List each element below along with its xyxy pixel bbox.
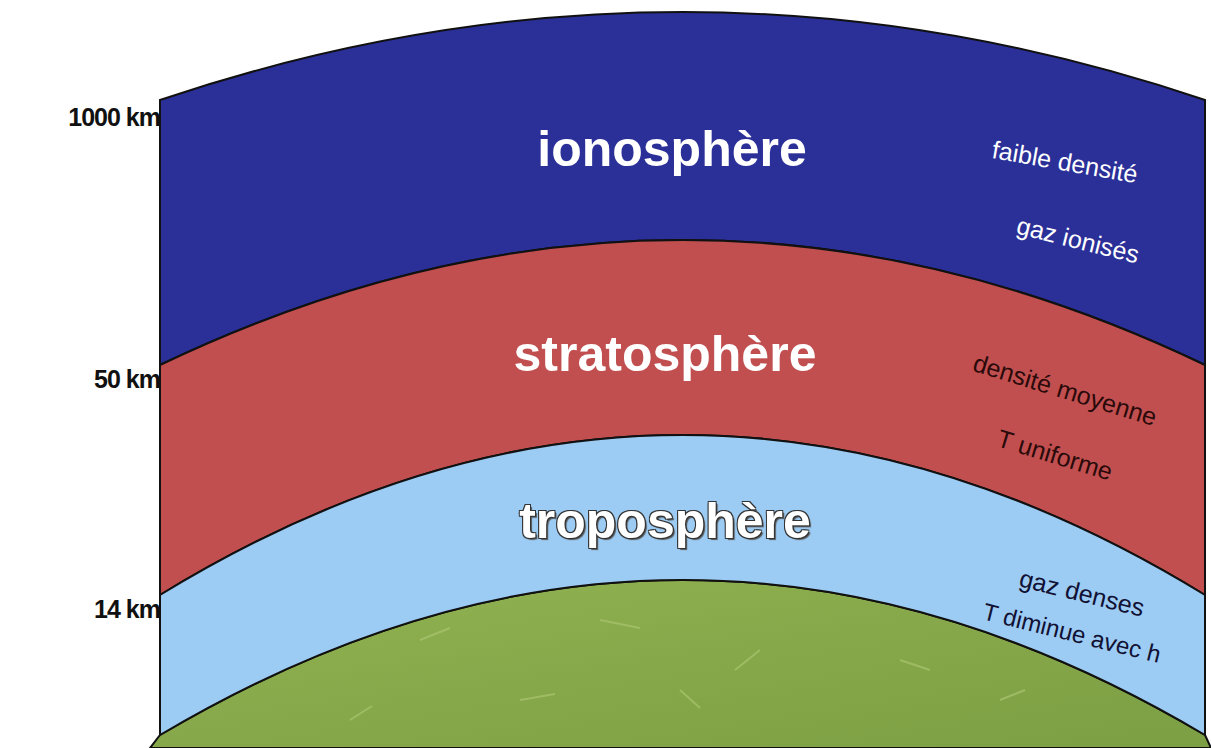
- atmosphere-layer: troposphèregaz densesT diminue avec h: [0, 430, 1211, 740]
- layer-name: troposphère: [519, 493, 811, 551]
- altitude-label: 50 km: [94, 365, 160, 394]
- layer-name: stratosphère: [514, 326, 817, 384]
- altitude-label: 14 km: [94, 595, 160, 624]
- layer-name: ionosphère: [537, 121, 806, 179]
- altitude-label: 1000 km: [68, 103, 160, 132]
